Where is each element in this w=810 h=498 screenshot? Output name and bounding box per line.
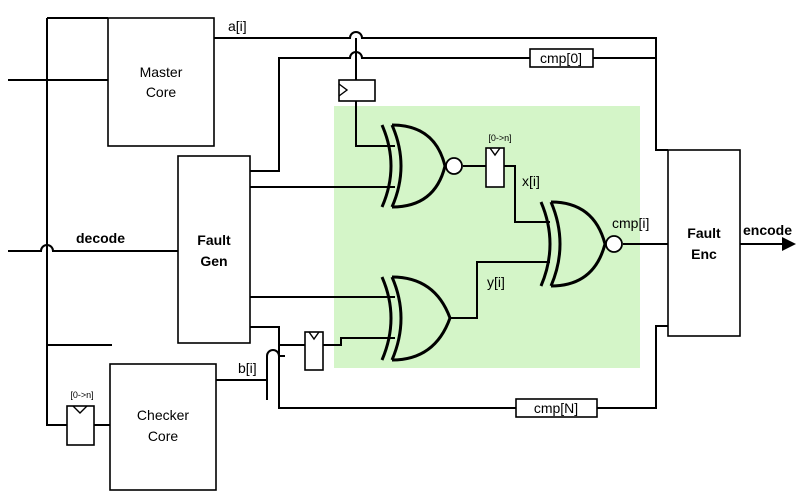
cmp-0-box: cmp[0] bbox=[529, 48, 594, 68]
wires bbox=[8, 17, 796, 426]
decode-label: decode bbox=[76, 230, 125, 246]
cmp-n-box: cmp[N] bbox=[515, 398, 598, 418]
fault-enc-label-2: Enc bbox=[691, 246, 717, 262]
signal-a-label: a[i] bbox=[228, 18, 247, 34]
master-core-label-1: Master bbox=[140, 64, 183, 80]
master-core-label-2: Core bbox=[146, 84, 177, 100]
signal-b-label: b[i] bbox=[238, 360, 257, 376]
delay-element-bottom bbox=[304, 331, 324, 371]
cmp-0-label: cmp[0] bbox=[540, 50, 582, 66]
delay-element-top: [0->n] bbox=[485, 133, 512, 188]
fault-enc-label-1: Fault bbox=[687, 225, 721, 241]
fault-gen-block: Fault Gen bbox=[177, 155, 251, 344]
xnor-gate-output bbox=[539, 200, 623, 288]
signal-cmp-i-label: cmp[i] bbox=[612, 215, 649, 231]
delay-top-label: [0->n] bbox=[488, 133, 511, 143]
checker-core-label-2: Core bbox=[148, 428, 179, 444]
xor-gate-bottom bbox=[380, 275, 452, 362]
fault-gen-label-1: Fault bbox=[197, 232, 231, 248]
fault-enc-block: Fault Enc bbox=[667, 149, 741, 337]
signal-y-label: y[i] bbox=[487, 274, 505, 290]
checker-core-label-1: Checker bbox=[137, 407, 189, 423]
encode-label: encode bbox=[743, 222, 792, 238]
master-core-block: Master Core bbox=[107, 17, 215, 147]
xnor-gate-top bbox=[380, 123, 463, 209]
delay-checker-label: [0->n] bbox=[70, 390, 93, 400]
checker-core-block: Checker Core bbox=[109, 363, 217, 491]
delay-element-checker: [0->n] bbox=[66, 390, 95, 446]
top-register bbox=[338, 79, 376, 102]
fault-gen-label-2: Gen bbox=[200, 253, 227, 269]
signal-x-label: x[i] bbox=[522, 173, 540, 189]
cmp-n-label: cmp[N] bbox=[534, 400, 578, 416]
